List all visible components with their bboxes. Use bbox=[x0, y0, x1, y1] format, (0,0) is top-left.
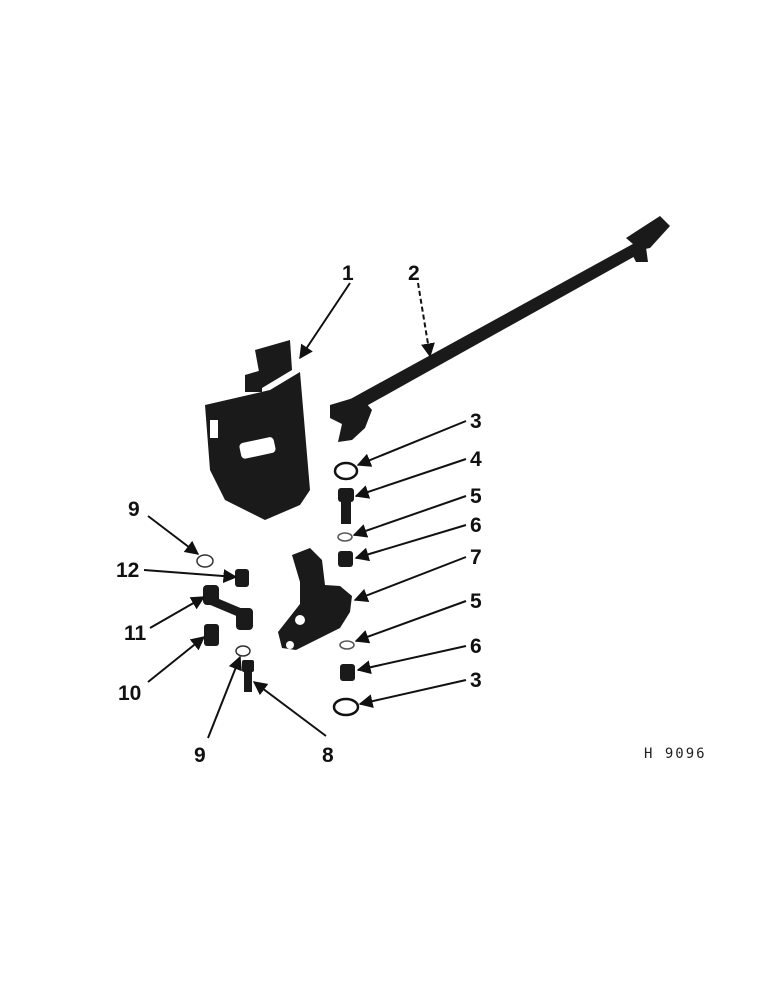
callout-9-lower: 9 bbox=[194, 744, 206, 767]
small-ring-part-upper bbox=[196, 554, 214, 568]
ring-part-lower bbox=[332, 697, 360, 717]
bolt-part-8 bbox=[242, 660, 254, 692]
callout-6-lower: 6 bbox=[470, 635, 482, 658]
callout-8: 8 bbox=[322, 744, 334, 767]
shift-rod-part bbox=[330, 216, 670, 442]
ring-part-upper bbox=[333, 461, 359, 481]
washer-part-upper bbox=[337, 532, 353, 542]
callout-1: 1 bbox=[342, 262, 354, 285]
callout-3-upper: 3 bbox=[470, 410, 482, 433]
callout-5-upper: 5 bbox=[470, 485, 482, 508]
callout-3-lower: 3 bbox=[470, 669, 482, 692]
nut-part-12 bbox=[235, 569, 249, 587]
callout-10: 10 bbox=[118, 682, 141, 705]
callout-7: 7 bbox=[470, 546, 482, 569]
callout-6-upper: 6 bbox=[470, 514, 482, 537]
small-ring-part-lower bbox=[235, 645, 251, 657]
bolt-part bbox=[338, 488, 354, 524]
callout-5-lower: 5 bbox=[470, 590, 482, 613]
callout-12: 12 bbox=[116, 559, 139, 582]
callout-9-upper: 9 bbox=[128, 498, 140, 521]
lever-arm-part bbox=[278, 548, 352, 650]
callout-labels: 1 2 3 4 5 6 7 5 6 3 9 12 11 10 9 8 bbox=[116, 262, 482, 767]
washer-part-lower bbox=[339, 640, 355, 650]
link-part bbox=[203, 585, 253, 630]
nut-part-lower bbox=[340, 664, 355, 681]
nut-part-upper bbox=[338, 551, 353, 567]
bushing-part bbox=[204, 624, 219, 646]
callout-4: 4 bbox=[470, 448, 482, 471]
bracket-part bbox=[205, 340, 310, 520]
callout-2: 2 bbox=[408, 262, 420, 285]
drawing-reference-code: H 9096 bbox=[644, 746, 707, 762]
callout-11: 11 bbox=[124, 622, 147, 645]
leader-lines bbox=[143, 282, 467, 739]
